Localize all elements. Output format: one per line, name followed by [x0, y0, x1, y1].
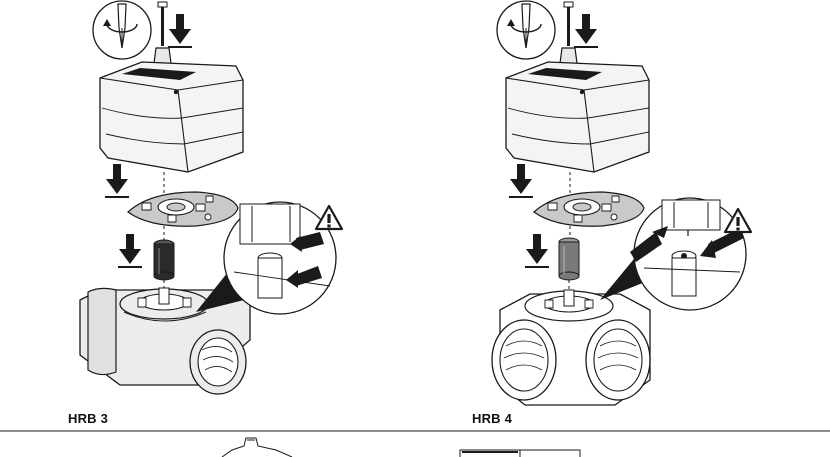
warning-triangle-icon	[314, 204, 344, 231]
hrb4-actuator	[505, 61, 650, 173]
next-section-preview	[222, 438, 580, 457]
hrb3-detail-callout	[196, 202, 336, 314]
arrow-down-icon	[104, 163, 130, 198]
hrb3-actuator	[99, 61, 244, 173]
hrb4-valve-body	[492, 290, 650, 405]
hrb4-detail-callout	[600, 198, 746, 310]
hrb3-spindle-adapter	[154, 240, 174, 280]
screwdriver-rotate-icon	[496, 0, 556, 60]
hrb3-mounting-plate	[127, 191, 239, 227]
arrow-down-icon	[573, 13, 599, 48]
screwdriver-rotate-icon	[92, 0, 152, 60]
hrb4-mounting-plate	[533, 191, 645, 227]
arrow-down-icon	[524, 233, 550, 268]
arrow-down-icon	[508, 163, 534, 198]
hrb3-caption: HRB 3	[68, 411, 109, 426]
arrow-down-icon	[167, 13, 193, 48]
hrb4-panel	[492, 0, 753, 405]
arrow-down-icon	[117, 233, 143, 268]
hrb3-valve-body	[80, 288, 250, 394]
hrb3-panel	[80, 0, 344, 394]
hrb4-spindle-adapter	[559, 238, 579, 280]
hrb4-caption: HRB 4	[472, 411, 513, 426]
